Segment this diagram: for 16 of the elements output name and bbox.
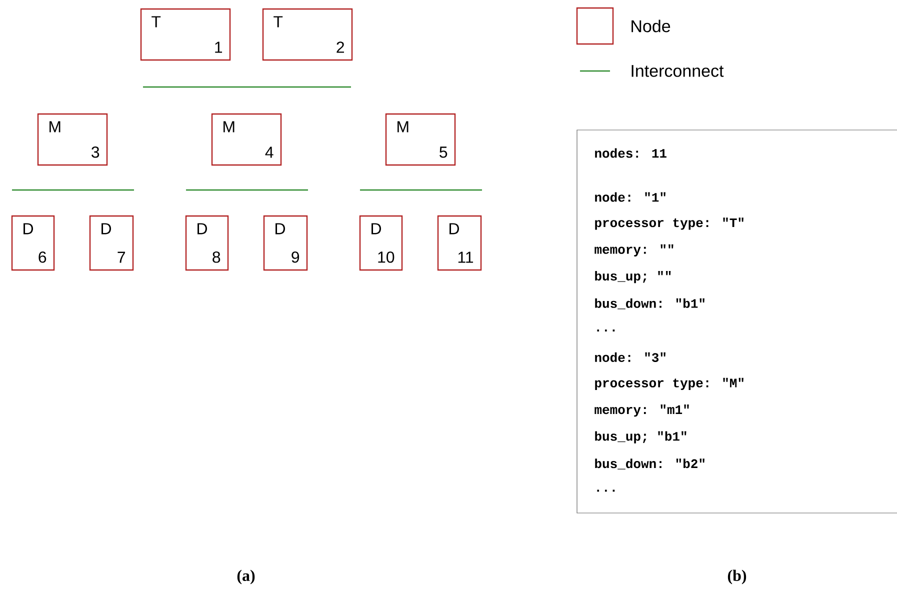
- node-box: T 1: [140, 8, 231, 61]
- legend-label: Node: [632, 20, 670, 32]
- code-panel: nodes: 11 node: "1" processor type: "T" memory: "" bus_up; "" bus_down: "b1" ... node: "3" processor type: "M" memory: "m1" bus_up; "b1" bus_down: "b2" ...: [576, 130, 897, 514]
- node-box: D 7: [89, 215, 134, 271]
- node-box: D 8: [185, 215, 229, 271]
- panel-label: (a): [237, 570, 255, 584]
- panel-label: (b): [728, 570, 746, 584]
- node-box: M 5: [385, 113, 456, 166]
- legend-label: Interconnect: [632, 65, 724, 77]
- node-box: D 11: [437, 215, 482, 271]
- node-box: D 9: [263, 215, 308, 271]
- node-box: D 6: [11, 215, 55, 271]
- node-box: M 3: [37, 113, 108, 166]
- node-box: D 10: [359, 215, 403, 271]
- node-box: T 2: [262, 8, 353, 61]
- node-box: M 4: [211, 113, 282, 166]
